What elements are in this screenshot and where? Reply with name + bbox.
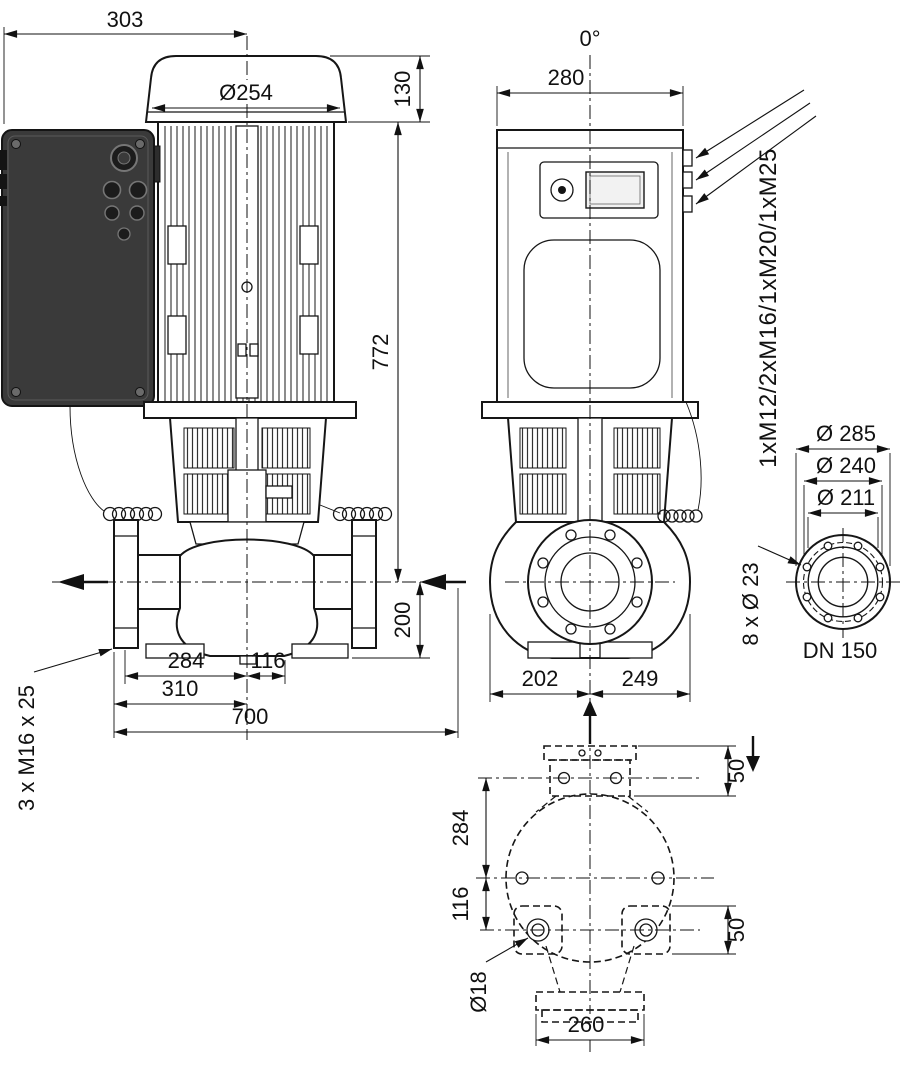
sensor-cable-coil-right	[319, 504, 393, 522]
dim-200: 200	[390, 602, 415, 639]
label-gland-angle: 0°	[579, 26, 600, 51]
drain-plug	[239, 655, 257, 665]
dim-249: 249	[622, 666, 659, 691]
label-cable-glands: 1xM12/2xM16/1xM20/1xM25	[755, 148, 782, 468]
dim-motor-diameter: Ø254	[219, 80, 273, 105]
view-direction-arrow-up	[583, 700, 597, 744]
cable-gland-bosses	[682, 149, 693, 213]
front-view: 303 Ø254 130 772 200 284 116 310 700	[0, 7, 466, 811]
motor-housing-outline	[523, 239, 661, 389]
side-view-dimensions: 280 202 249	[489, 65, 691, 702]
flange-end-view: Ø 285 Ø 240 Ø 211 8 x Ø 23 DN 150	[738, 421, 901, 772]
plan-outline	[476, 745, 714, 1023]
sensor-cable-coil-left	[69, 405, 163, 522]
motor-lantern-side	[506, 417, 674, 523]
pump-foot-left	[145, 643, 205, 659]
electronics-module	[0, 129, 155, 407]
display	[585, 171, 645, 209]
dim-280: 280	[548, 65, 585, 90]
pump-volute	[113, 519, 377, 665]
label-foot-hole-dia: Ø18	[466, 971, 491, 1013]
side-view: 0°	[481, 26, 817, 1052]
dim-772: 772	[368, 334, 393, 371]
dim-310: 310	[162, 676, 199, 701]
dim-dia-211: Ø 211	[817, 485, 875, 510]
dim-284: 284	[168, 648, 205, 673]
label-dn150: DN 150	[803, 638, 878, 663]
dim-116-plan: 116	[448, 886, 473, 921]
motor-flange-plate	[143, 401, 357, 419]
suction-flange	[351, 519, 377, 649]
pump-foot-right	[291, 643, 349, 659]
dim-50-top: 50	[724, 759, 749, 783]
plan-view-dimensions: 50 284 116 50 Ø18 260	[448, 745, 749, 1046]
dim-260: 260	[568, 1012, 605, 1037]
dim-202: 202	[522, 666, 559, 691]
dim-284-plan: 284	[448, 810, 473, 847]
discharge-flange	[113, 519, 139, 649]
cable-gland-callout: 1xM12/2xM16/1xM20/1xM25	[695, 89, 817, 468]
dim-dia-285: Ø 285	[816, 421, 876, 446]
electronics-module-face	[496, 129, 693, 403]
flange-circles	[786, 528, 901, 638]
dim-700: 700	[232, 704, 269, 729]
label-tapped-holes: 3 x M16 x 25	[14, 685, 39, 811]
dim-dia-240: Ø 240	[816, 453, 876, 478]
sensor-cable-coil-side	[657, 401, 703, 523]
flow-direction-arrow-right	[420, 574, 466, 590]
dim-303: 303	[107, 7, 144, 32]
flange-view-dimensions: Ø 285 Ø 240 Ø 211 8 x Ø 23 DN 150	[738, 421, 891, 663]
motor-body	[149, 121, 335, 403]
dim-130: 130	[390, 71, 415, 108]
bolt-holes	[802, 541, 885, 623]
motor-lantern	[168, 417, 328, 523]
dim-50-bottom: 50	[724, 918, 749, 942]
cable-gland-ports	[102, 144, 148, 241]
front-view-dimensions: 303 Ø254 130 772 200 284 116 310 700	[3, 7, 459, 811]
label-bolt-holes: 8 x Ø 23	[738, 562, 763, 645]
dim-116: 116	[250, 648, 285, 673]
flow-direction-arrow-left	[58, 574, 108, 590]
control-knob-dot	[558, 186, 566, 194]
bottom-plan-view: 50 284 116 50 Ø18 260	[448, 745, 749, 1046]
view-direction-arrow-down	[746, 736, 760, 772]
